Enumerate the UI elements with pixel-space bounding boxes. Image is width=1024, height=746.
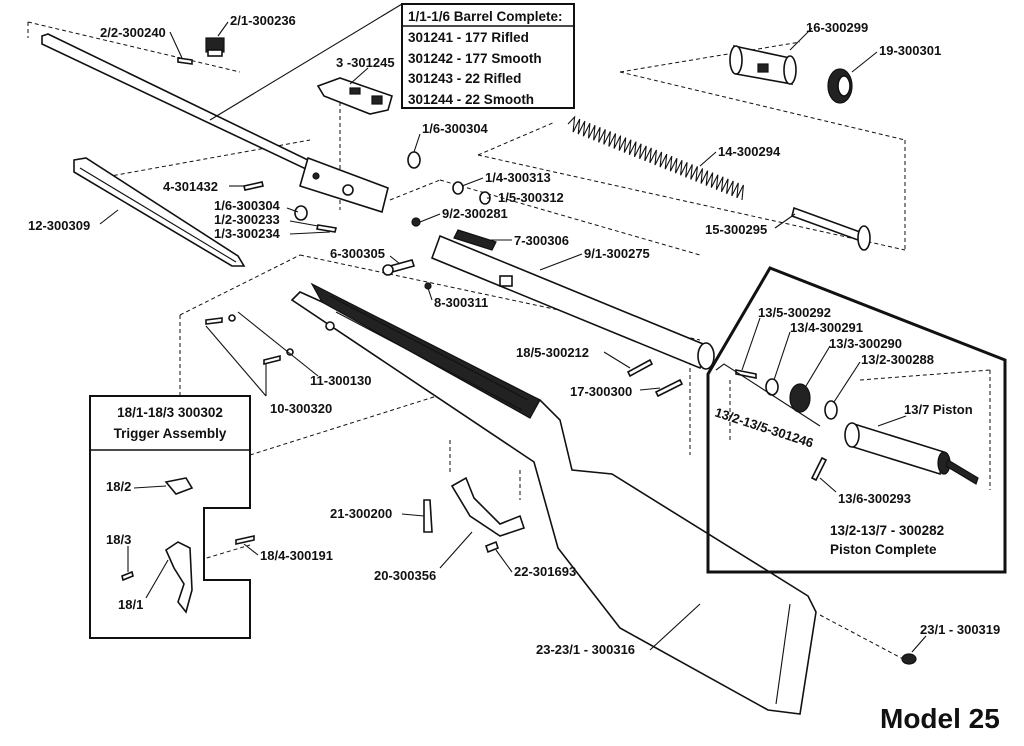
front-sight-part [205, 37, 225, 57]
part-label: 18/5-300212 [516, 345, 589, 360]
part-label: 8-300311 [434, 295, 488, 310]
guard-screw-part [423, 499, 499, 554]
part-label: 18/1 [118, 597, 143, 612]
trigger-assembly-box: 18/1-18/3 300302 Trigger Assembly [89, 395, 255, 639]
part-label: 16-300299 [806, 20, 868, 35]
part-label: 13/3-300290 [829, 336, 902, 351]
barrel-complete-box: 1/1-1/6 Barrel Complete: 301241 - 177 Ri… [209, 3, 575, 121]
model-label: Model 25 [880, 703, 1000, 734]
end-cap-part [729, 44, 797, 85]
barrel-part [41, 33, 389, 214]
barrel-box-row: 301242 - 177 Smooth [408, 51, 542, 66]
trigger-box-title: 18/1-18/3 300302 [117, 405, 223, 420]
part-label: 14-300294 [718, 144, 781, 159]
part-label: 1/6-300304 [422, 121, 489, 136]
part-label: 3 -301245 [336, 55, 395, 70]
part-label: 13/6-300293 [838, 491, 911, 506]
stock-part [290, 282, 817, 715]
part-label: 2/2-300240 [100, 25, 166, 40]
part-labels: 2/2-300240 2/1-300236 3 -301245 16-30029… [28, 13, 1000, 657]
trigger-box-subtitle: Trigger Assembly [114, 426, 227, 441]
part-label: 17-300300 [570, 384, 632, 399]
part-label: 13/5-300292 [758, 305, 831, 320]
spring-guide-part [791, 206, 871, 251]
barrel-box-row: 301244 - 22 Smooth [408, 92, 534, 107]
part-label: 23/1 - 300319 [920, 622, 1000, 637]
trigger-guard-part [450, 476, 526, 537]
part-label: 11-300130 [310, 373, 371, 388]
part-label: 18/4-300191 [260, 548, 333, 563]
part-label: 9/1-300275 [584, 246, 650, 261]
compression-tube-part [430, 229, 715, 370]
screw-part [382, 217, 432, 290]
leader-lines [99, 21, 927, 653]
part-label: 13/4-300291 [790, 320, 863, 335]
front-sight-screw-part [177, 57, 193, 65]
trigger-pin-part [626, 358, 684, 398]
rear-sight-part [316, 77, 393, 115]
part-label: 12-300309 [28, 218, 90, 233]
part-label: 9/2-300281 [442, 206, 508, 221]
barrel-box-row: 301241 - 177 Rifled [408, 30, 529, 45]
part-label: 18/2 [106, 479, 131, 494]
part-label: 22-301693 [514, 564, 576, 579]
part-label: 21-300200 [330, 506, 392, 521]
cocking-lever-part [73, 157, 246, 267]
part-label: 6-300305 [330, 246, 385, 261]
washer-part [294, 151, 491, 221]
part-label: 19-300301 [879, 43, 941, 58]
piston-complete-number: 13/2-13/7 - 300282 [830, 523, 944, 538]
part-label: 23-23/1 - 300316 [536, 642, 635, 657]
part-label: 7-300306 [514, 233, 569, 248]
part-label: 20-300356 [374, 568, 436, 583]
part-label: 13/2-300288 [861, 352, 934, 367]
part-label: 1/5-300312 [498, 190, 564, 205]
piston-complete-box [706, 266, 1007, 574]
part-label: 1/3-300234 [214, 226, 281, 241]
stock-screw-part [205, 314, 294, 366]
part-label: 1/2-300233 [214, 212, 280, 227]
part-label: 1/4-300313 [485, 170, 551, 185]
main-spring-part [567, 115, 744, 201]
part-label: 10-300320 [270, 401, 332, 416]
part-label: 1/6-300304 [214, 198, 281, 213]
piston-complete-label: Piston Complete [830, 542, 937, 557]
pin-part [243, 181, 264, 191]
end-nut-part [827, 68, 853, 104]
barrel-box-title: 1/1-1/6 Barrel Complete: [408, 9, 563, 24]
barrel-box-row: 301243 - 22 Rifled [408, 71, 521, 86]
part-label: 4-301432 [163, 179, 218, 194]
part-label: 15-300295 [705, 222, 767, 237]
butt-plate-screw-part [901, 653, 917, 665]
part-label: 18/3 [106, 532, 131, 547]
part-label: 13/7 Piston [904, 402, 973, 417]
detent-pin-part [316, 224, 337, 233]
part-label: 2/1-300236 [230, 13, 296, 28]
